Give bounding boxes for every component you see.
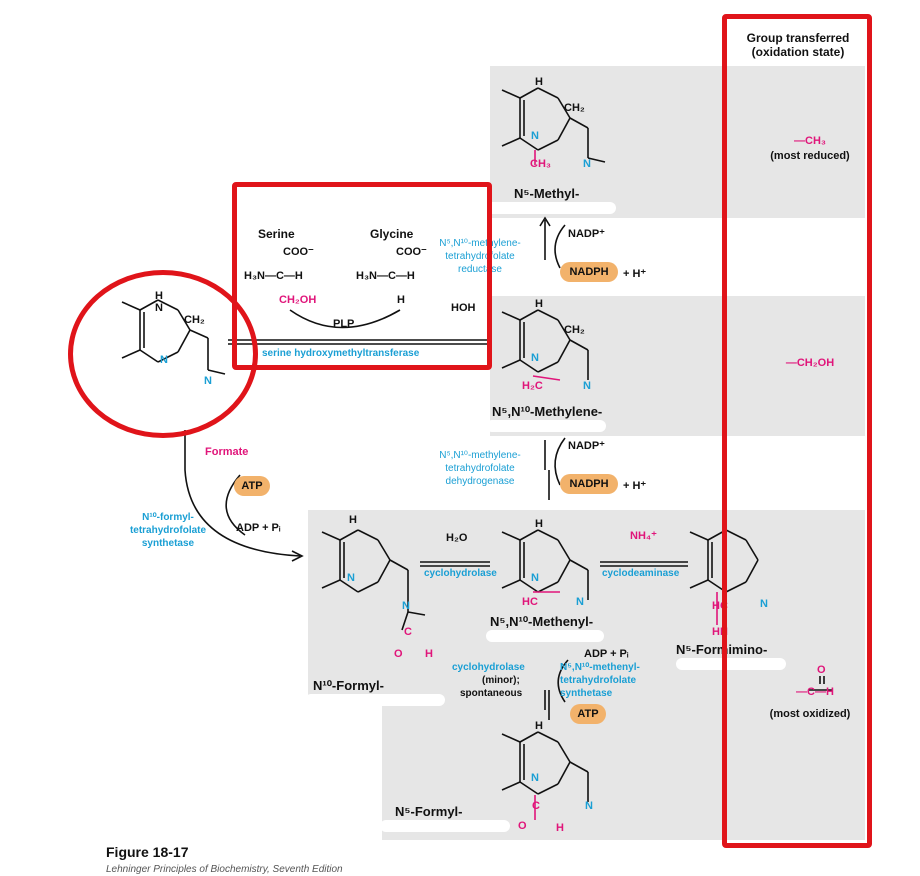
- formyl10-hh: H: [425, 648, 433, 660]
- cofactor-nadph-2: NADPH: [560, 474, 618, 494]
- enzyme-dehydrogenase-1: N⁵,N¹⁰-methylene-: [439, 450, 521, 461]
- cofactor-formate: Formate: [205, 446, 249, 458]
- label-hoh: HOH: [451, 302, 476, 314]
- redaction-methenyl: [486, 630, 604, 642]
- enzyme-cyclohydrolase: cyclohydrolase: [424, 568, 497, 579]
- cofactor-nadph-1: NADPH: [560, 262, 618, 282]
- cofactor-nh4: NH₄⁺: [630, 530, 657, 542]
- enzyme-synthetase510-1: N⁵,N¹⁰-methenyl-: [560, 662, 640, 673]
- cofactor-atp-1: ATP: [234, 476, 270, 496]
- formyl10-c: C: [404, 626, 412, 638]
- formyl5-n5: N: [531, 772, 539, 784]
- formyl5-c: C: [532, 800, 540, 812]
- methylene-ch2: CH₂: [564, 324, 585, 336]
- group-most-reduced: (most reduced): [770, 150, 850, 162]
- cofactor-adp-1: ADP + Pᵢ: [236, 522, 281, 534]
- methenyl-n10: N: [576, 596, 584, 608]
- cofactor-nadp-2: NADP⁺: [568, 440, 605, 452]
- methylene-h: H: [535, 298, 543, 310]
- enzyme-synthetase10-3: synthetase: [141, 538, 195, 549]
- formimino-n10: N: [760, 598, 768, 610]
- glycine-nh3: H₃N—C—H: [356, 270, 415, 282]
- group-ch2oh: —CH₂OH: [785, 357, 835, 369]
- figure-source: Lehninger Principles of Biochemistry, Se…: [106, 864, 343, 875]
- methyl-h: H: [535, 76, 543, 88]
- name-formimino-thf: N⁵-Formimino-: [676, 642, 768, 657]
- methylene-h2c: H₂C: [522, 380, 543, 392]
- formyl10-o: O: [394, 648, 403, 660]
- methenyl-n5: N: [531, 572, 539, 584]
- formyl10-n10: N: [402, 600, 410, 612]
- methyl-n10: N: [583, 158, 591, 170]
- header-group-transferred: Group transferred: [746, 31, 850, 45]
- label-minor: (minor);: [482, 675, 520, 686]
- enzyme-shmt: serine hydroxymethyltransferase: [262, 348, 420, 359]
- name-formyl5-thf: N⁵-Formyl-: [395, 804, 463, 819]
- formyl10-h: H: [349, 514, 357, 526]
- methyl-n5: N: [531, 130, 539, 142]
- redaction-formyl10: [305, 694, 445, 706]
- enzyme-synthetase510-2: tetrahydrofolate: [560, 675, 637, 686]
- label-glycine: Glycine: [370, 227, 414, 241]
- enzyme-reductase-1: N⁵,N¹⁰-methylene-: [439, 238, 521, 249]
- right-formyl-o: O: [817, 664, 826, 676]
- glycine-coo: COO⁻: [396, 246, 427, 258]
- methenyl-hc: HC: [522, 596, 538, 608]
- annotation-thf-circle: [68, 270, 258, 438]
- enzyme-cyclohydrolase-2: cyclohydrolase: [452, 662, 525, 673]
- group-ch3: —CH₃: [794, 135, 826, 147]
- annotation-serine-reaction: [232, 182, 492, 370]
- right-formyl-c: —C—H: [796, 686, 834, 698]
- label-serine: Serine: [258, 227, 295, 241]
- cofactor-nadp-1: NADP⁺: [568, 228, 605, 240]
- figure-caption: Figure 18-17: [106, 844, 189, 860]
- redaction-methylene: [486, 420, 606, 432]
- cofactor-atp-2: ATP: [570, 704, 606, 724]
- cofactor-h2o: H₂O: [446, 532, 468, 544]
- methyl-ch3: CH₃: [530, 158, 551, 170]
- redaction-formyl5: [380, 820, 510, 832]
- methylene-n5: N: [531, 352, 539, 364]
- header-oxidation-state: (oxidation state): [751, 45, 845, 59]
- formyl5-o: O: [518, 820, 527, 832]
- label-plp: PLP: [333, 318, 355, 330]
- serine-coo: COO⁻: [283, 246, 314, 258]
- methyl-ch2: CH₂: [564, 102, 585, 114]
- enzyme-synthetase510-3: synthetase: [560, 688, 613, 699]
- enzyme-synthetase10-2: tetrahydrofolate: [129, 525, 207, 536]
- cofactor-h-2: + H⁺: [623, 480, 647, 492]
- formyl5-h: H: [535, 720, 543, 732]
- name-methylene-thf: N⁵,N¹⁰-Methylene-: [492, 404, 603, 419]
- name-methenyl-thf: N⁵,N¹⁰-Methenyl-: [490, 614, 594, 629]
- formyl10-n5: N: [347, 572, 355, 584]
- formyl5-hh: H: [556, 822, 564, 834]
- enzyme-synthetase10-1: N¹⁰-formyl-: [142, 512, 194, 523]
- serine-ch2oh: CH₂OH: [279, 294, 317, 306]
- panel-formyl5: [382, 696, 865, 840]
- formyl5-n10: N: [585, 800, 593, 812]
- panel-methylene: [490, 296, 865, 436]
- group-most-oxidized: (most oxidized): [769, 708, 851, 720]
- methylene-n10: N: [583, 380, 591, 392]
- redaction-methyl: [486, 202, 616, 214]
- enzyme-cyclodeaminase: cyclodeaminase: [602, 568, 680, 579]
- enzyme-dehydrogenase-3: dehydrogenase: [445, 476, 515, 487]
- enzyme-reductase-3: reductase: [458, 264, 502, 275]
- name-formyl10-thf: N¹⁰-Formyl-: [313, 678, 384, 693]
- redaction-formimino: [676, 658, 786, 670]
- label-spontaneous: spontaneous: [460, 688, 523, 699]
- cofactor-h-1: + H⁺: [623, 268, 647, 280]
- name-methyl-thf: N⁵-Methyl-: [514, 186, 580, 201]
- glycine-h: H: [397, 294, 405, 306]
- enzyme-dehydrogenase-2: tetrahydrofolate: [445, 463, 515, 474]
- annotation-group-column: [722, 14, 872, 848]
- serine-nh3: H₃N—C—H: [244, 270, 303, 282]
- cofactor-adp-2: ADP + Pᵢ: [584, 648, 629, 660]
- methenyl-h: H: [535, 518, 543, 530]
- enzyme-reductase-2: tetrahydrofolate: [445, 251, 515, 262]
